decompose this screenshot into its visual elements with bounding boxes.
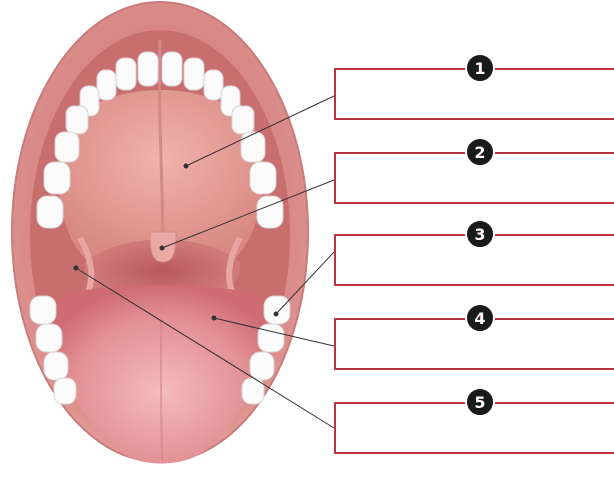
- number-badge-2: 2: [465, 137, 495, 167]
- number-badge-4: 4: [465, 303, 495, 333]
- number-badge-3: 3: [465, 219, 495, 249]
- tongue-midline: [161, 300, 162, 460]
- number-badge-1: 1: [465, 53, 495, 83]
- number-badge-5: 5: [465, 387, 495, 417]
